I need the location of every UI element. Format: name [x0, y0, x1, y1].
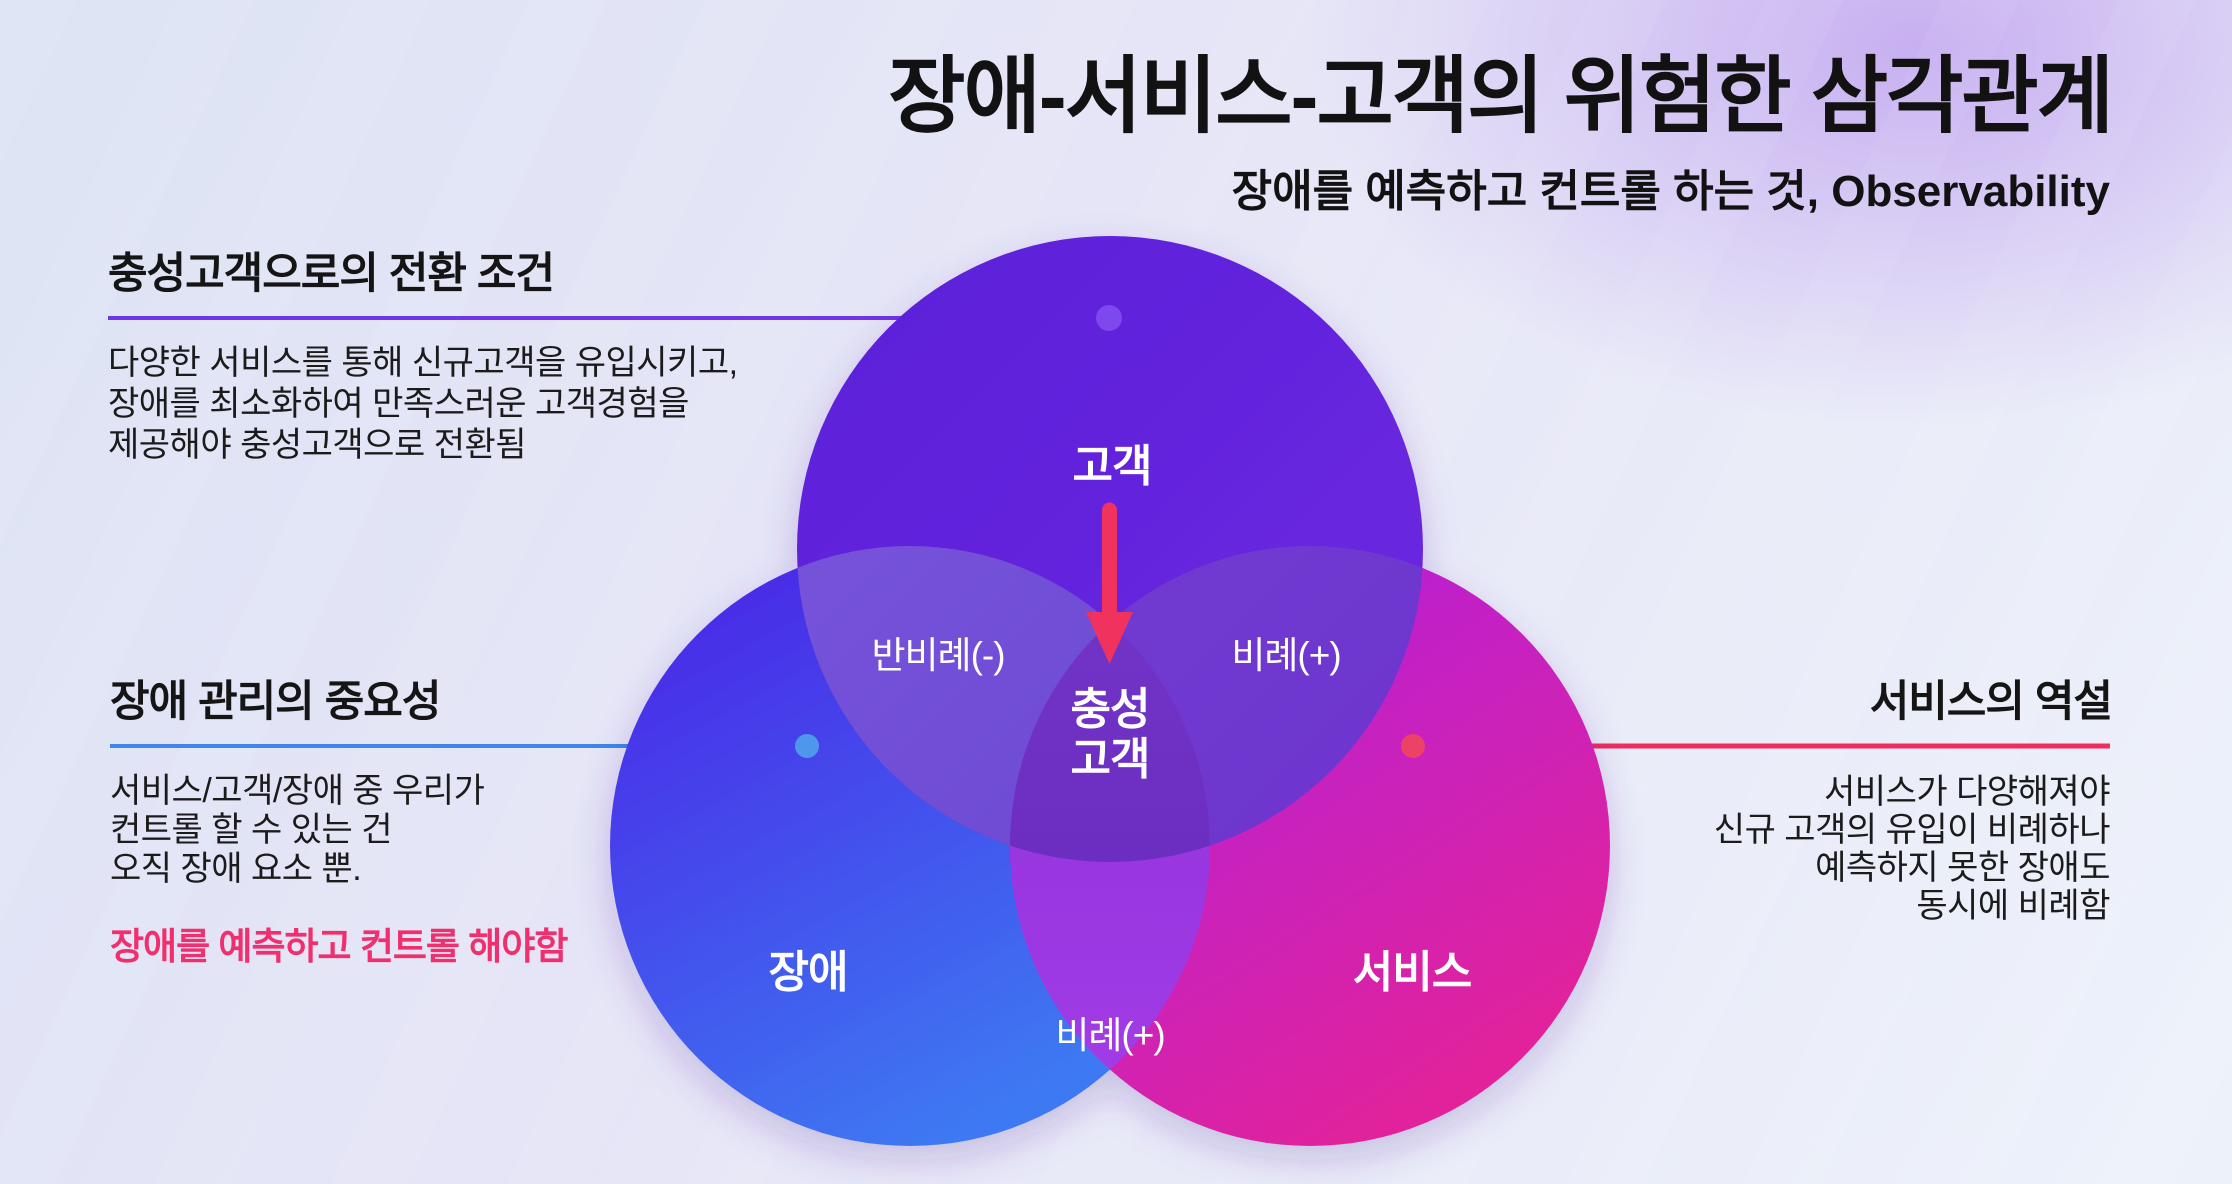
- service-paradox-heading: 서비스의 역설: [1869, 678, 2113, 726]
- loyal-conversion-heading: 충성고객으로의 전환 조건: [108, 250, 555, 298]
- venn-label-loyal-customer: 충성 고객: [1070, 685, 1151, 784]
- failure-management-heading: 장애 관리의 중요성: [110, 678, 441, 726]
- connector-dot-failure: [795, 734, 819, 758]
- down-arrow-icon: [1086, 502, 1133, 664]
- venn-label-service: 서비스: [1352, 948, 1472, 997]
- page-title: 장애-서비스-고객의 위험한 삼각관계: [888, 49, 2114, 143]
- loyal-conversion-body: 다양한 서비스를 통해 신규고객을 유입시키고, 장애를 최소화하여 만족스러운…: [108, 344, 738, 464]
- failure-management-body: 서비스/고객/장애 중 우리가 컨트롤 할 수 있는 건 오직 장애 요소 뿐.: [110, 772, 485, 888]
- service-paradox-body: 서비스가 다양해져야 신규 고객의 유입이 비례하나 예측하지 못한 장애도 동…: [1713, 773, 2111, 925]
- venn-label-proportion-top-right: 비례(+): [1231, 635, 1341, 676]
- venn-label-inverse-proportion: 반비례(-): [871, 635, 1005, 676]
- venn-label-customer: 고객: [1072, 442, 1153, 491]
- venn-label-failure: 장애: [768, 948, 849, 997]
- connector-dot-loyal: [1096, 305, 1122, 331]
- subtitle-text: 장애를 예측하고 컨트롤 하는 것,: [1231, 167, 1832, 216]
- failure-management-callout: 장애를 예측하고 컨트롤 해야함: [110, 926, 568, 967]
- subtitle-emphasis: Observability: [1831, 167, 2110, 216]
- connector-dot-service: [1401, 734, 1425, 758]
- page-subtitle: 장애를 예측하고 컨트롤 하는 것, Observability: [1232, 166, 2110, 218]
- venn-label-proportion-bottom: 비례(+): [1055, 1015, 1165, 1056]
